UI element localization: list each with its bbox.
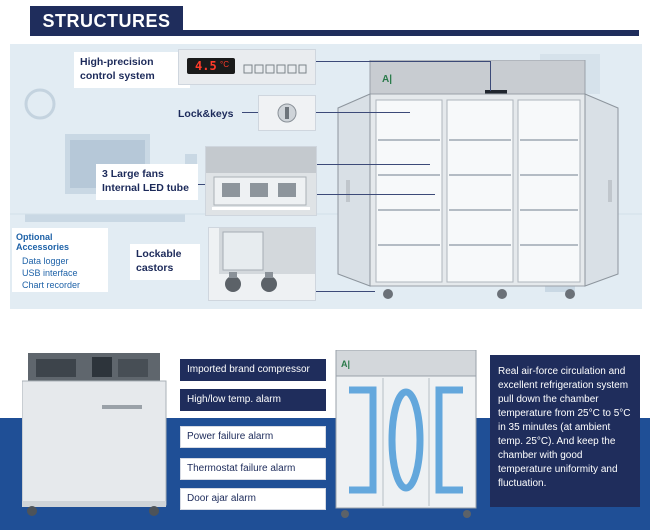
accessory-item: Data logger xyxy=(22,256,69,266)
temperature-readout: 4.5 xyxy=(195,59,217,73)
fridge-illustration: A| xyxy=(337,60,619,299)
structure-scene: A| High-precision control system xyxy=(10,44,642,309)
svg-text:A|: A| xyxy=(341,359,350,369)
feature-door-ajar: Door ajar alarm xyxy=(180,488,326,510)
fans-photo xyxy=(205,146,317,216)
castor-connector-line xyxy=(315,291,375,292)
led-connector-line xyxy=(315,194,435,195)
accessory-item: Chart recorder xyxy=(22,280,81,290)
optional-accessories-panel: Optional Accessories Data logger USB int… xyxy=(12,228,108,292)
callout-lock-keys: Lock&keys xyxy=(178,108,234,120)
compressor-unit-illustration xyxy=(22,353,167,516)
feature-power-failure: Power failure alarm xyxy=(180,426,326,448)
callout-fans-led: 3 Large fans Internal LED tube xyxy=(96,164,198,200)
temperature-unit: °C xyxy=(220,60,229,69)
page-title: STRUCTURES xyxy=(30,6,183,36)
fans-connector-line xyxy=(315,164,430,165)
feature-thermostat-failure: Thermostat failure alarm xyxy=(180,458,326,480)
control-connector-drop xyxy=(490,61,491,91)
castors-photo xyxy=(208,227,316,301)
lock-connector-line xyxy=(315,112,410,113)
lock-photo xyxy=(258,95,316,131)
header-rule xyxy=(183,30,639,36)
feature-temp-alarm: High/low temp. alarm xyxy=(180,389,326,411)
accessories-title: Optional Accessories xyxy=(16,232,70,252)
airflow-fridge-illustration: A| xyxy=(335,350,477,518)
callout-control-system: High-precision control system xyxy=(74,52,190,88)
feature-compressor: Imported brand compressor xyxy=(180,359,326,381)
control-buttons xyxy=(243,61,307,74)
callout-lockable-castors: Lockable castors xyxy=(130,244,200,280)
temperature-display: 4.5 °C xyxy=(187,58,235,74)
circulation-description: Real air-force circulation and excellent… xyxy=(490,355,640,507)
svg-text:A|: A| xyxy=(382,74,392,85)
accessory-item: USB interface xyxy=(22,268,78,278)
lock-callout-line xyxy=(242,112,262,113)
control-panel-photo: 4.5 °C xyxy=(178,49,316,85)
control-connector-line xyxy=(315,61,490,62)
